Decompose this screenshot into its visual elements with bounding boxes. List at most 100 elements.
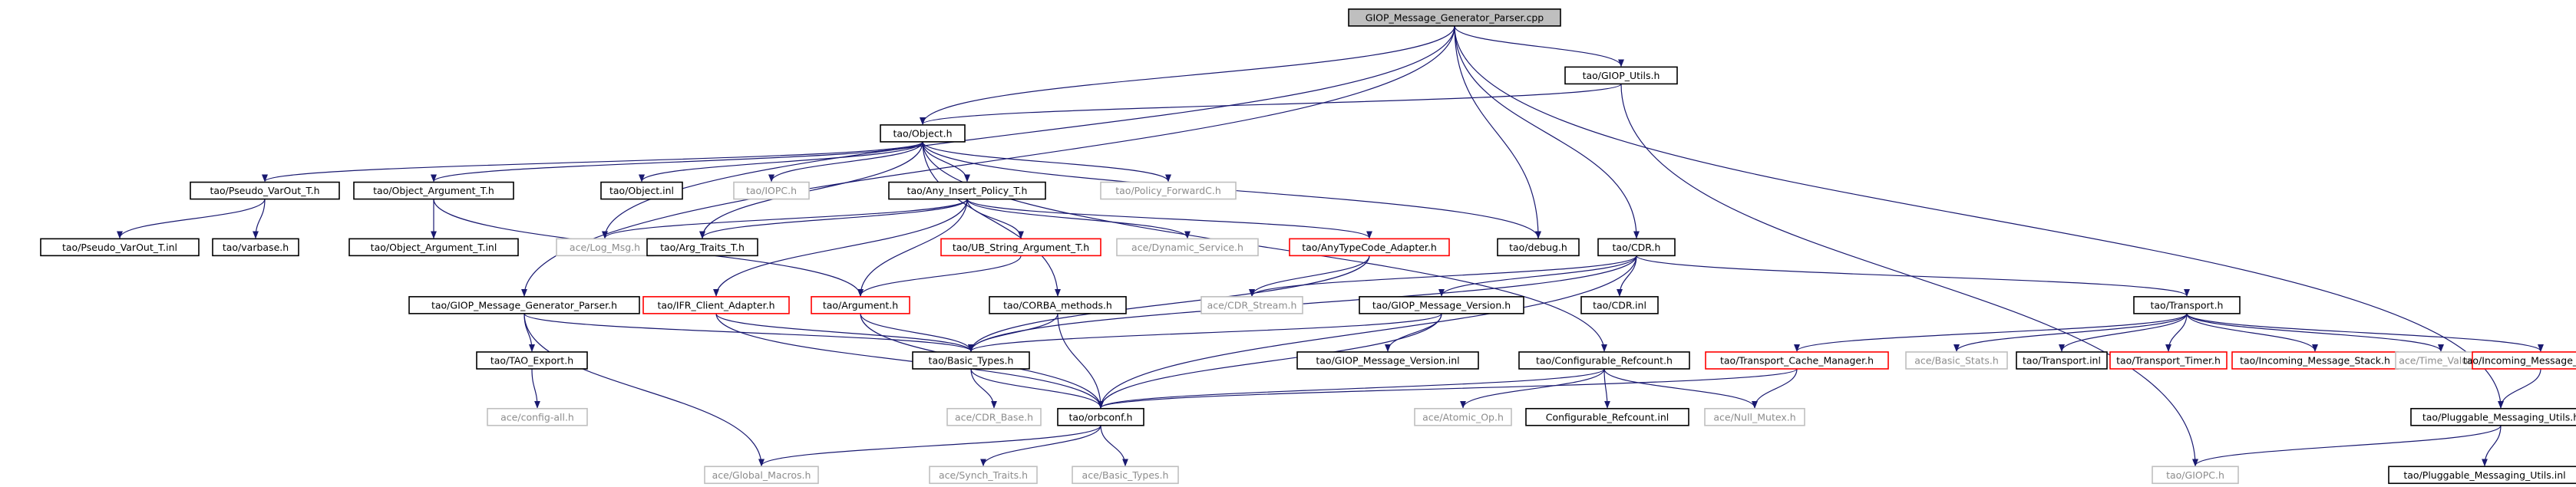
edge-argument-to-basic_types_tao — [860, 313, 974, 352]
edge-line — [1454, 25, 1541, 239]
node-label: tao/GIOP_Message_Version.h — [1372, 299, 1511, 311]
edge-object_h-to-policy_fwd — [922, 141, 1171, 183]
edge-cdr_h-to-transport — [1636, 255, 2190, 297]
node-object-inl[interactable]: tao/Object.inl — [600, 181, 683, 200]
edge-orbconf-to-basic_types_ace — [1100, 425, 1128, 467]
node-box — [946, 407, 1042, 426]
node-object-argument-t[interactable]: tao/Object_Argument_T.h — [353, 181, 514, 200]
node-box — [212, 238, 299, 257]
node-pluggable-utils-inl[interactable]: tao/Pluggable_Messaging_Utils.inl — [2388, 466, 2576, 485]
edge-line — [1098, 368, 1605, 409]
edge-any_insert-to-arg_traits — [699, 199, 968, 239]
node-box — [348, 238, 519, 257]
edge-line — [1454, 25, 1624, 67]
node-object-argument-inl[interactable]: tao/Object_Argument_T.inl — [348, 238, 519, 257]
node-arg-traits[interactable]: tao/Arg_Traits_T.h — [646, 238, 758, 257]
node-ub-string: tao/UB_String_Argument_T.h — [940, 238, 1101, 257]
node-box — [600, 181, 683, 200]
node-box — [912, 351, 1030, 370]
node-box — [1518, 351, 1690, 370]
edge-line — [1603, 368, 1758, 409]
node-pluggable-utils[interactable]: tao/Pluggable_Messaging_Utils.h — [2410, 407, 2576, 426]
node-label: Configurable_Refcount.inl — [1546, 411, 1669, 423]
node-giop-version-inl[interactable]: tao/GIOP_Message_Version.inl — [1296, 351, 1479, 370]
edge-any_insert-to-ub_string — [966, 199, 1024, 239]
edge-line — [922, 141, 970, 183]
node-giopc: tao/GIOPC.h — [2152, 466, 2239, 485]
edge-line — [1953, 313, 2188, 352]
edge-any_insert-to-dynamic_service — [966, 199, 1191, 239]
edge-object_h-to-object_argument_t — [431, 141, 923, 183]
node-pseudo-varout-t[interactable]: tao/Pseudo_VarOut_T.h — [190, 181, 340, 200]
node-label: tao/Pluggable_Messaging_Utils.inl — [2403, 469, 2565, 481]
node-label: tao/Basic_Types.h — [929, 354, 1014, 366]
edge-line — [1098, 313, 1442, 409]
node-transport[interactable]: tao/Transport.h — [2133, 296, 2241, 314]
node-cdr-inl[interactable]: tao/CDR.inl — [1580, 296, 1659, 314]
node-object-h[interactable]: tao/Object.h — [880, 124, 966, 143]
edge-basic_types_tao-to-cdr_base — [970, 368, 997, 409]
node-cdr-h[interactable]: tao/CDR.h — [1597, 238, 1676, 257]
edge-pluggable_utils-to-pluggable_utils_inl — [2482, 425, 2502, 467]
node-label: tao/Incoming_Message_Queue.h — [2463, 354, 2576, 366]
node-configurable-refcount[interactable]: tao/Configurable_Refcount.h — [1518, 351, 1690, 370]
edge-line — [262, 141, 923, 183]
node-label: tao/Transport_Cache_Manager.h — [1720, 354, 1874, 366]
node-label: tao/Pseudo_VarOut_T.h — [210, 185, 319, 196]
node-label: ace/CDR_Base.h — [955, 411, 1033, 423]
edge-line — [857, 199, 968, 297]
node-orbconf[interactable]: tao/orbconf.h — [1057, 407, 1144, 426]
node-any-insert[interactable]: tao/Any_Insert_Policy_T.h — [888, 181, 1046, 200]
edge-line — [966, 199, 1372, 239]
edge-object_h-to-object_inl — [639, 141, 923, 183]
node-box — [1564, 66, 1678, 85]
node-box — [40, 238, 200, 257]
node-incoming-queue: tao/Incoming_Message_Queue.h — [2463, 351, 2576, 370]
node-generator-parser-h[interactable]: tao/GIOP_Message_Generator_Parser.h — [408, 296, 640, 314]
node-configurable-refcount-inl[interactable]: Configurable_Refcount.inl — [1525, 407, 1689, 426]
node-box — [1497, 238, 1580, 257]
node-box — [733, 181, 810, 200]
edge-line — [970, 368, 997, 409]
node-box — [2016, 351, 2108, 370]
node-box — [2109, 351, 2228, 370]
edge-line — [431, 141, 923, 183]
node-cdr-stream: ace/CDR_Stream.h — [1200, 296, 1303, 314]
node-basic-types-tao[interactable]: tao/Basic_Types.h — [912, 351, 1030, 370]
edge-configurable_refcount-to-configurable_refcount_inl — [1603, 368, 1610, 409]
node-label: tao/GIOP_Message_Generator_Parser.h — [431, 299, 617, 311]
node-policy-fwd: tao/Policy_ForwardC.h — [1100, 181, 1237, 200]
node-label: ace/Global_Macros.h — [712, 469, 811, 481]
node-box — [646, 238, 758, 257]
node-label: ace/Dynamic_Service.h — [1131, 242, 1243, 253]
edge-generator_parser_h-to-tao_export — [523, 313, 535, 352]
node-varbase[interactable]: tao/varbase.h — [212, 238, 299, 257]
node-label: tao/Pluggable_Messaging_Utils.h — [2422, 411, 2576, 423]
edge-line — [523, 313, 765, 467]
node-giop-version[interactable]: tao/GIOP_Message_Version.h — [1359, 296, 1524, 314]
node-corba-methods[interactable]: tao/CORBA_methods.h — [989, 296, 1127, 314]
node-box — [476, 351, 588, 370]
node-label: tao/CDR.h — [1613, 242, 1661, 253]
node-box — [1348, 8, 1561, 27]
node-box — [1905, 351, 2008, 370]
node-transport-inl[interactable]: tao/Transport.inl — [2016, 351, 2108, 370]
node-label: tao/Transport_Timer.h — [2116, 354, 2221, 366]
edge-ifr_client-to-basic_types_tao — [715, 313, 974, 352]
node-label: ace/Atomic_Op.h — [1422, 411, 1504, 423]
edge-root-to-pluggable_utils — [1454, 25, 2504, 409]
edge-pseudo_varout_t-to-varbase — [253, 199, 266, 239]
edge-line — [2186, 313, 2544, 352]
node-label: tao/Argument.h — [823, 299, 898, 311]
node-label: ace/Time_Value.h — [2399, 354, 2483, 366]
node-tao-export[interactable]: tao/TAO_Export.h — [476, 351, 588, 370]
node-pseudo-varout-inl[interactable]: tao/Pseudo_VarOut_T.inl — [40, 238, 200, 257]
node-label: tao/Transport.h — [2151, 299, 2224, 311]
node-label: ace/Log_Msg.h — [570, 242, 640, 253]
edge-configurable_refcount-to-orbconf — [1098, 368, 1605, 409]
node-debug[interactable]: tao/debug.h — [1497, 238, 1580, 257]
edge-line — [1098, 255, 1637, 409]
node-label: tao/GIOPC.h — [2166, 469, 2224, 481]
node-label: tao/orbconf.h — [1069, 411, 1133, 423]
node-giop-utils[interactable]: tao/GIOP_Utils.h — [1564, 66, 1678, 85]
